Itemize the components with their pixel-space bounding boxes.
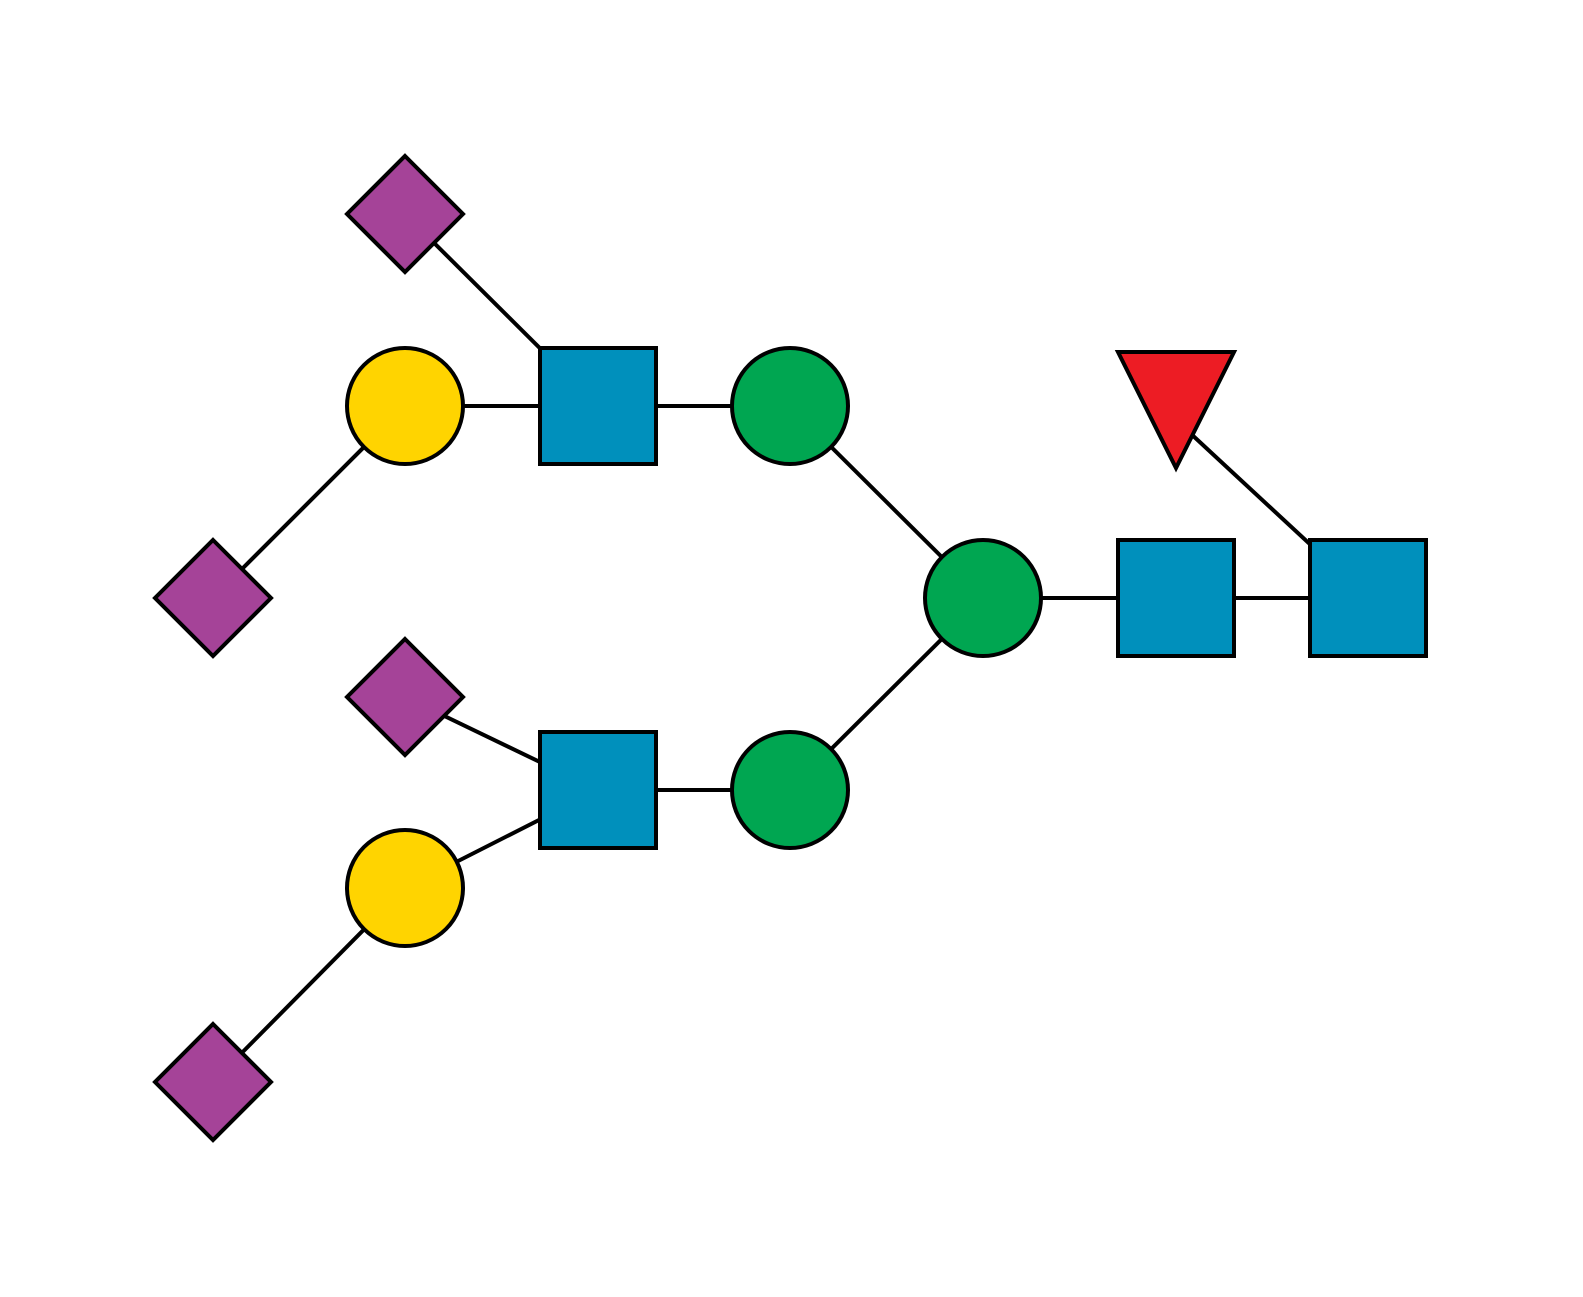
purple-diamond-icon-neu-bottom [152,1021,274,1143]
purple-diamond-icon-neu-mid [344,636,466,758]
blue-square-icon-glcnac-upper [538,346,658,466]
monosaccharide-nodes [152,153,1428,1143]
blue-square-icon-glcnac-core-1 [1116,538,1236,658]
yellow-circle-icon-gal-lower [345,828,465,948]
purple-diamond-icon-neu-upper-left [152,537,274,659]
blue-square-icon-glcnac-core-2 [1308,538,1428,658]
green-circle-icon-man-core [923,538,1043,658]
yellow-circle-icon-gal-upper [345,346,465,466]
green-circle-icon-man-lower [730,730,850,850]
red-triangle-icon-fuc [1114,350,1238,473]
blue-square-icon-glcnac-lower [538,730,658,850]
purple-diamond-icon-neu-top [344,153,466,275]
green-circle-icon-man-upper [730,346,850,466]
